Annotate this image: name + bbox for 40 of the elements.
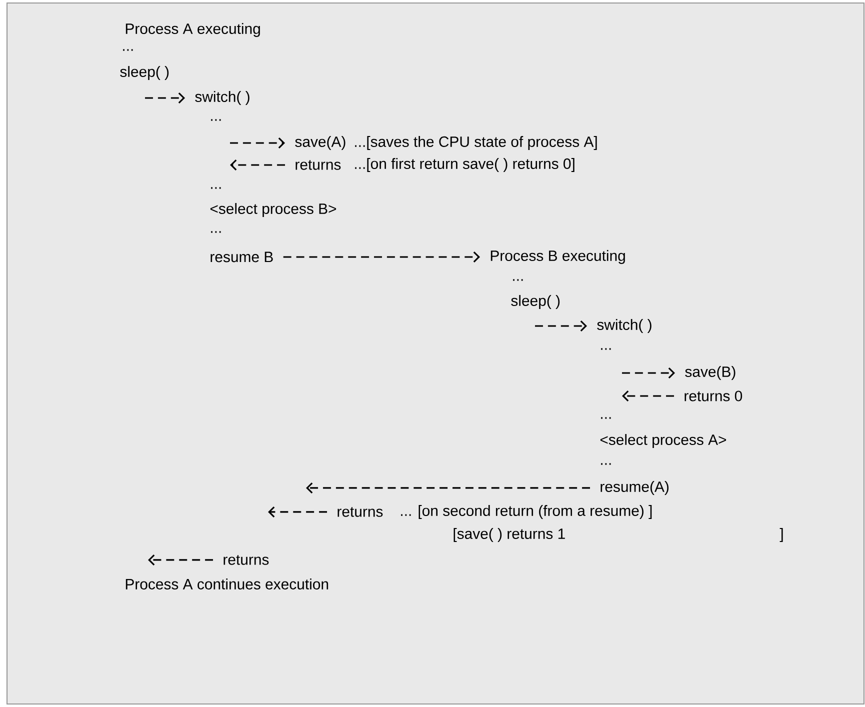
code-text: sleep( ) xyxy=(511,295,560,309)
code-text: ... xyxy=(513,279,523,281)
code-text: Process A continues execution xyxy=(126,578,328,590)
code-text: ... [on second return (from a resume) ] xyxy=(401,505,652,519)
code-text: <select process B> xyxy=(210,203,336,217)
code-text: returns xyxy=(296,160,341,170)
code-text: [save( ) returns 1 xyxy=(454,528,565,542)
dashed-arrow xyxy=(145,92,185,104)
dashed-arrow xyxy=(230,159,285,171)
code-text: returns 0 xyxy=(684,390,742,402)
dashed-arrow xyxy=(230,137,285,149)
code-text: resume B xyxy=(210,252,273,262)
dashed-arrow xyxy=(283,251,480,263)
dashed-arrow xyxy=(622,390,674,402)
annotation-text: ...[saves the CPU state of process A] xyxy=(355,136,597,150)
code-text: resume(A) xyxy=(600,481,668,495)
code-text: ... xyxy=(211,119,221,121)
code-text: returns xyxy=(338,507,383,517)
code-text: ... xyxy=(211,187,221,189)
code-text: Process B executing xyxy=(490,250,625,264)
code-text: <select process A> xyxy=(600,434,726,448)
code-text: save(A) xyxy=(295,136,346,150)
code-text: ... xyxy=(601,417,611,419)
dashed-arrow xyxy=(148,554,213,566)
code-text: ... xyxy=(211,231,221,233)
code-text: Process A executing xyxy=(126,23,260,37)
code-text: ... xyxy=(123,49,133,51)
code-text: switch( ) xyxy=(195,91,250,105)
dashed-arrow xyxy=(268,506,327,518)
code-text: returns xyxy=(224,555,269,565)
code-text: ] xyxy=(780,528,783,542)
dashed-arrow xyxy=(622,367,675,379)
code-text: ... xyxy=(601,463,611,465)
code-text: sleep( ) xyxy=(120,66,169,80)
dashed-arrow xyxy=(306,482,590,494)
code-text: ... xyxy=(601,348,611,350)
code-text: switch( ) xyxy=(597,319,652,333)
code-text: save(B) xyxy=(685,366,736,380)
dashed-arrow xyxy=(535,320,587,332)
annotation-text: ...[on first return save( ) returns 0] xyxy=(355,158,574,172)
